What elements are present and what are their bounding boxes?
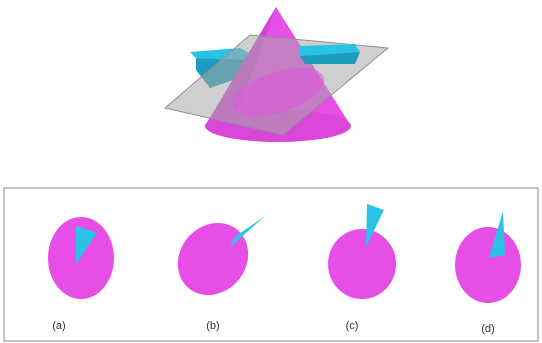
option-c-figure	[328, 204, 396, 299]
option-b-wedge	[228, 216, 265, 249]
option-b-ellipse	[177, 222, 249, 296]
cutting-plane-edge	[163, 34, 390, 136]
option-a-ellipse	[48, 217, 114, 299]
cone-section-figure	[163, 7, 390, 142]
option-a-figure	[48, 217, 114, 299]
section-ellipse	[231, 67, 325, 117]
option-a-wedge	[76, 226, 97, 264]
option-c-ellipse	[328, 229, 396, 299]
option-b-figure	[177, 216, 265, 296]
option-a-label: (a)	[52, 320, 66, 332]
option-b-label: (b)	[206, 320, 220, 332]
option-c-label: (c)	[345, 320, 359, 332]
option-c-wedge	[366, 204, 384, 247]
option-d-figure	[455, 211, 521, 303]
option-d-ellipse	[455, 227, 521, 303]
option-d-wedge	[489, 211, 505, 258]
wedge-front-face	[300, 52, 360, 64]
option-d-label: (d)	[481, 323, 495, 335]
